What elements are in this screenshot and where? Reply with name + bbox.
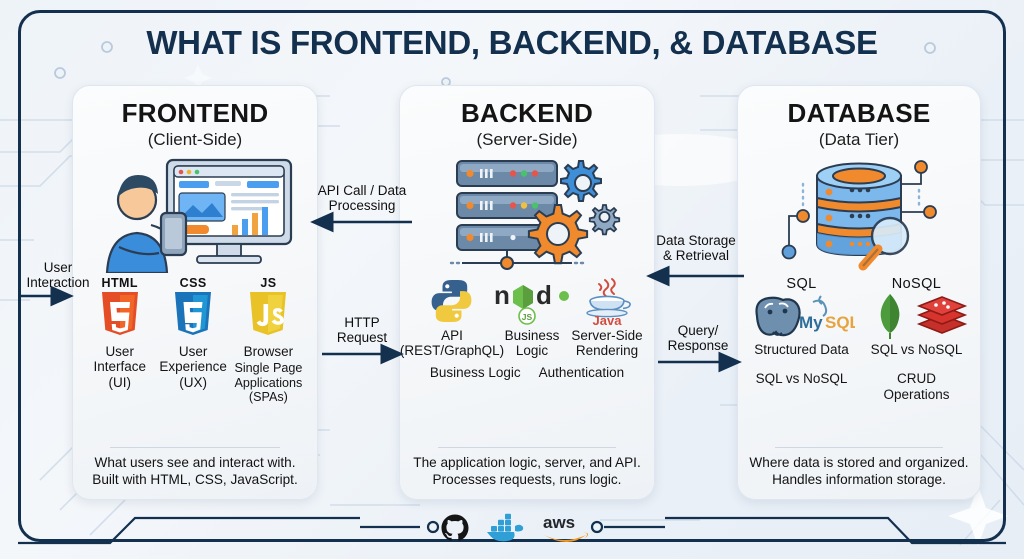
label-query-response: Query/Response bbox=[667, 323, 729, 354]
svg-text:JS: JS bbox=[522, 312, 533, 322]
backend-extras: Business Logic Authentication bbox=[430, 365, 624, 380]
html5-shield-icon bbox=[101, 292, 138, 336]
card-database-footer: Where data is stored and organized.Handl… bbox=[749, 455, 969, 488]
javascript-shield-icon bbox=[250, 292, 287, 336]
database-illustration bbox=[759, 154, 959, 274]
svg-text:SQL: SQL bbox=[825, 313, 855, 332]
page-title: WHAT IS FRONTEND, BACKEND, & DATABASE bbox=[146, 24, 878, 61]
tech-nosql-name: NoSQL bbox=[891, 276, 942, 293]
nodejs-logo-icon: n d JS bbox=[494, 280, 569, 326]
python-logo-icon bbox=[431, 280, 472, 323]
database-tech-row: SQL My SQL Structured Data bbox=[748, 276, 970, 402]
label-data-storage: Data Storage& Retrieval bbox=[656, 233, 736, 264]
card-backend[interactable]: BACKEND (Server-Side) bbox=[399, 85, 655, 500]
card-database-subtitle: (Data Tier) bbox=[818, 130, 900, 150]
backend-illustration bbox=[427, 154, 627, 274]
docker-logo-icon[interactable] bbox=[485, 513, 527, 543]
css3-shield-icon bbox=[175, 292, 212, 336]
tech-js-caption: Browser bbox=[243, 344, 294, 360]
card-frontend-subtitle: (Client-Side) bbox=[147, 130, 243, 150]
frontend-illustration bbox=[89, 154, 301, 274]
github-logo-icon[interactable] bbox=[440, 513, 470, 543]
svg-text:n: n bbox=[494, 280, 510, 310]
backend-extra-0: Business Logic bbox=[429, 364, 521, 380]
tech-python[interactable]: API(REST/GraphQL) bbox=[400, 276, 504, 358]
tech-css-name: CSS bbox=[179, 276, 207, 291]
tech-python-caption: API(REST/GraphQL) bbox=[399, 328, 505, 359]
tech-sql-name: SQL bbox=[786, 276, 817, 293]
database-divider bbox=[774, 447, 944, 449]
mongodb-redis-logo-icon bbox=[880, 294, 967, 340]
frontend-divider bbox=[109, 447, 281, 449]
tech-sql[interactable]: SQL My SQL Structured Data bbox=[748, 276, 855, 401]
footer-logo-strip: aws bbox=[440, 508, 590, 548]
tech-html-name: HTML bbox=[101, 276, 138, 291]
svg-text:aws: aws bbox=[543, 513, 575, 532]
card-frontend-title: FRONTEND bbox=[121, 98, 269, 128]
backend-divider bbox=[438, 447, 616, 449]
tech-nosql-caption: SQL vs NoSQL bbox=[870, 342, 963, 358]
card-database-title: DATABASE bbox=[787, 98, 931, 128]
svg-text:My: My bbox=[799, 313, 823, 332]
java-logo-icon: Java bbox=[586, 278, 631, 326]
svg-text:d: d bbox=[536, 280, 552, 310]
card-backend-title: BACKEND bbox=[460, 98, 594, 128]
card-backend-subtitle: (Server-Side) bbox=[476, 130, 578, 150]
svg-text:Java: Java bbox=[593, 313, 623, 326]
card-frontend-footer: What users see and interact with.Built w… bbox=[92, 455, 298, 488]
aws-logo-icon[interactable]: aws bbox=[542, 512, 590, 544]
card-database[interactable]: DATABASE (Data Tier) bbox=[737, 85, 981, 500]
tech-sql-caption: Structured Data bbox=[754, 342, 849, 358]
card-frontend[interactable]: FRONTEND (Client-Side) bbox=[72, 85, 318, 500]
database-extra-0: SQL vs NoSQL bbox=[755, 371, 848, 387]
postgresql-mysql-logo-icon: My SQL bbox=[754, 295, 855, 337]
tech-js-name: JS bbox=[260, 276, 277, 291]
backend-extra-1: Authentication bbox=[538, 364, 625, 380]
card-backend-footer: The application logic, server, and API.P… bbox=[413, 455, 641, 488]
